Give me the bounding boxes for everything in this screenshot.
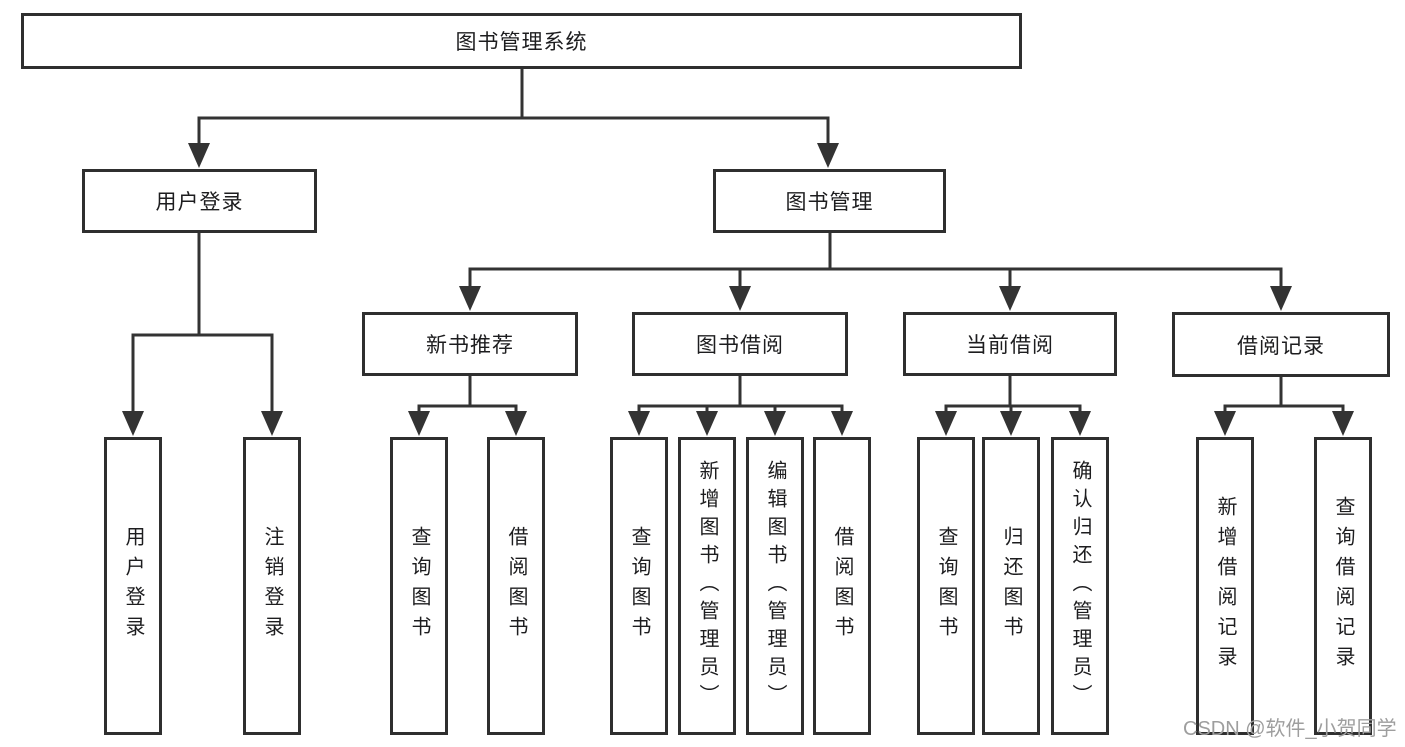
leaf-record-query-borrow-record: 查询借阅记录 [1314, 437, 1372, 735]
leaf-current-query-book: 查询图书 [917, 437, 975, 735]
leaf-current-confirm-return-admin: 确认归还（管理员） [1051, 437, 1109, 735]
node-current-borrow: 当前借阅 [903, 312, 1117, 376]
node-root-system: 图书管理系统 [21, 13, 1022, 69]
leaf-current-return-book: 归还图书 [982, 437, 1040, 735]
csdn-watermark: CSDN @软件_小贺同学 [1183, 718, 1397, 740]
node-label: 图书借阅 [696, 334, 784, 357]
leaf-borrow-query-book: 查询图书 [610, 437, 668, 735]
leaf-label: 新增图书（管理员） [696, 460, 718, 712]
leaf-borrow-borrow-book: 借阅图书 [813, 437, 871, 735]
node-new-book-recommend: 新书推荐 [362, 312, 578, 376]
leaf-logout: 注销登录 [243, 437, 301, 735]
leaf-user-login: 用户登录 [104, 437, 162, 735]
node-book-management: 图书管理 [713, 169, 946, 233]
leaf-label: 注销登录 [261, 526, 283, 646]
leaf-label: 查询图书 [408, 526, 430, 646]
leaf-label: 借阅图书 [505, 526, 527, 646]
leaf-recommend-borrow-book: 借阅图书 [487, 437, 545, 735]
node-label: 图书管理 [785, 191, 874, 214]
leaf-recommend-query-book: 查询图书 [390, 437, 448, 735]
leaf-label: 归还图书 [1000, 526, 1022, 646]
node-label: 当前借阅 [966, 334, 1054, 357]
node-label: 用户登录 [155, 191, 244, 214]
leaf-label: 查询图书 [628, 526, 650, 646]
leaf-label: 确认归还（管理员） [1069, 460, 1091, 712]
leaf-label: 新增借阅记录 [1214, 496, 1236, 676]
node-user-login: 用户登录 [82, 169, 317, 233]
leaf-record-add-borrow-record: 新增借阅记录 [1196, 437, 1254, 735]
node-label: 借阅记录 [1237, 334, 1325, 358]
leaf-label: 用户登录 [122, 526, 144, 646]
node-book-borrow: 图书借阅 [632, 312, 848, 376]
leaf-borrow-add-book-admin: 新增图书（管理员） [678, 437, 736, 735]
arrowheads [122, 143, 1354, 436]
leaf-label: 查询图书 [935, 526, 957, 646]
connector-lines [131, 68, 1345, 414]
leaf-label: 借阅图书 [831, 526, 853, 646]
node-label: 新书推荐 [426, 334, 514, 357]
node-borrow-record: 借阅记录 [1172, 312, 1390, 377]
node-label: 图书管理系统 [455, 31, 588, 54]
leaf-label: 查询借阅记录 [1332, 496, 1354, 676]
leaf-label: 编辑图书（管理员） [764, 460, 786, 712]
leaf-borrow-edit-book-admin: 编辑图书（管理员） [746, 437, 804, 735]
